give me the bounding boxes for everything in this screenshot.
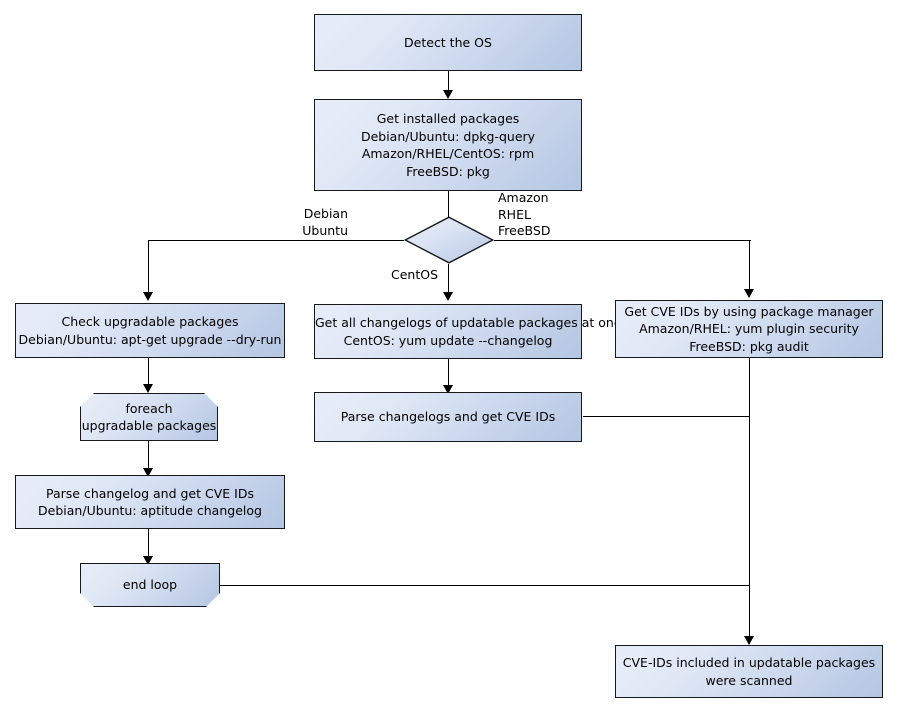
arrowhead-foreach-to-parse xyxy=(143,468,153,477)
node-get-installed-line3: Amazon/RHEL/CentOS: rpm xyxy=(361,146,535,161)
node-foreach-line1: foreach xyxy=(125,400,173,416)
connector-parse-multi-to-trunk xyxy=(583,416,750,418)
node-parse-changelogs-multi-label: Parse changelogs and get CVE IDs xyxy=(340,409,556,425)
connector-check-to-foreach xyxy=(148,358,150,388)
connector-changelogs-to-parse-multi xyxy=(448,359,450,389)
node-check-upgradable-packages[interactable]: Check upgradable packages Debian/Ubuntu:… xyxy=(15,303,285,358)
node-get-installed-line1: Get installed packages xyxy=(376,111,520,126)
edge-label-amazon-rhel-freebsd: Amazon RHEL FreeBSD xyxy=(498,190,551,238)
node-get-all-changelogs-line1: Get all changelogs of updatable packages… xyxy=(315,315,629,330)
node-get-installed-line4: FreeBSD: pkg xyxy=(406,163,490,179)
node-scanned-line1: CVE-IDs included in updatable packages xyxy=(622,655,876,670)
node-get-all-changelogs-line2: CentOS: yum update --changelog xyxy=(343,332,553,348)
connector-decision-left-bus xyxy=(148,240,404,242)
edge-label-debian-ubuntu: Debian Ubuntu xyxy=(302,206,348,238)
node-detect-os[interactable]: Detect the OS xyxy=(314,14,582,71)
node-parse-changelog-single[interactable]: Parse changelog and get CVE IDs Debian/U… xyxy=(15,475,285,529)
node-foreach-loop-start[interactable]: foreach upgradable packages xyxy=(80,393,218,441)
connector-decision-to-check-upgradable xyxy=(148,240,150,294)
node-check-upgradable-line2: Debian/Ubuntu: apt-get upgrade --dry-run xyxy=(18,331,282,347)
node-end-loop-label: end loop xyxy=(122,577,178,593)
node-get-installed-packages[interactable]: Get installed packages Debian/Ubuntu: dp… xyxy=(314,99,582,191)
connector-foreach-to-parse xyxy=(148,441,150,473)
connector-parse-to-endloop xyxy=(148,529,150,560)
arrowhead-decision-to-cve-pkgmgr xyxy=(744,289,754,298)
node-parse-changelog-single-line2: Debian/Ubuntu: aptitude changelog xyxy=(38,503,262,518)
connector-endloop-to-trunk xyxy=(220,585,750,587)
node-parse-changelogs-multi[interactable]: Parse changelogs and get CVE IDs xyxy=(314,392,582,442)
node-get-cve-ids-package-manager[interactable]: Get CVE IDs by using package manager Ama… xyxy=(615,300,883,358)
arrowhead-decision-to-changelogs xyxy=(443,292,453,301)
arrowhead-changelogs-to-parse-multi xyxy=(443,385,453,394)
node-check-upgradable-line1: Check upgradable packages xyxy=(61,314,239,329)
node-parse-changelog-single-line1: Parse changelog and get CVE IDs xyxy=(46,485,254,501)
node-get-cve-pkgmgr-line1: Get CVE IDs by using package manager xyxy=(624,303,874,319)
os-decision-diamond-icon xyxy=(403,216,495,264)
connector-decision-right-bus xyxy=(494,240,751,242)
node-cve-ids-scanned[interactable]: CVE-IDs included in updatable packages w… xyxy=(615,645,883,698)
node-get-cve-pkgmgr-line3: FreeBSD: pkg audit xyxy=(689,338,809,354)
connector-detect-to-installed xyxy=(448,71,450,93)
node-os-decision[interactable] xyxy=(403,216,495,264)
edge-label-centos: CentOS xyxy=(390,267,438,282)
connector-right-trunk xyxy=(749,358,751,644)
connector-installed-to-decision xyxy=(448,191,450,218)
arrowhead-detect-to-installed xyxy=(443,90,453,99)
node-detect-os-label: Detect the OS xyxy=(404,34,492,50)
arrowhead-parse-to-endloop xyxy=(143,556,153,565)
node-get-all-changelogs[interactable]: Get all changelogs of updatable packages… xyxy=(314,304,628,359)
node-end-loop[interactable]: end loop xyxy=(80,563,220,607)
connector-decision-to-cve-pkgmgr xyxy=(749,240,751,292)
node-foreach-line2: upgradable packages xyxy=(81,418,217,433)
arrowhead-check-to-foreach xyxy=(143,384,153,393)
node-get-cve-pkgmgr-line2: Amazon/RHEL: yum plugin security xyxy=(639,321,859,337)
arrowhead-right-trunk-to-scanned xyxy=(744,636,754,645)
connector-decision-to-changelogs xyxy=(448,264,450,296)
node-scanned-line2: were scanned xyxy=(705,672,793,688)
node-get-installed-line2: Debian/Ubuntu: dpkg-query xyxy=(360,128,536,144)
arrowhead-decision-to-check-upgradable xyxy=(143,292,153,301)
